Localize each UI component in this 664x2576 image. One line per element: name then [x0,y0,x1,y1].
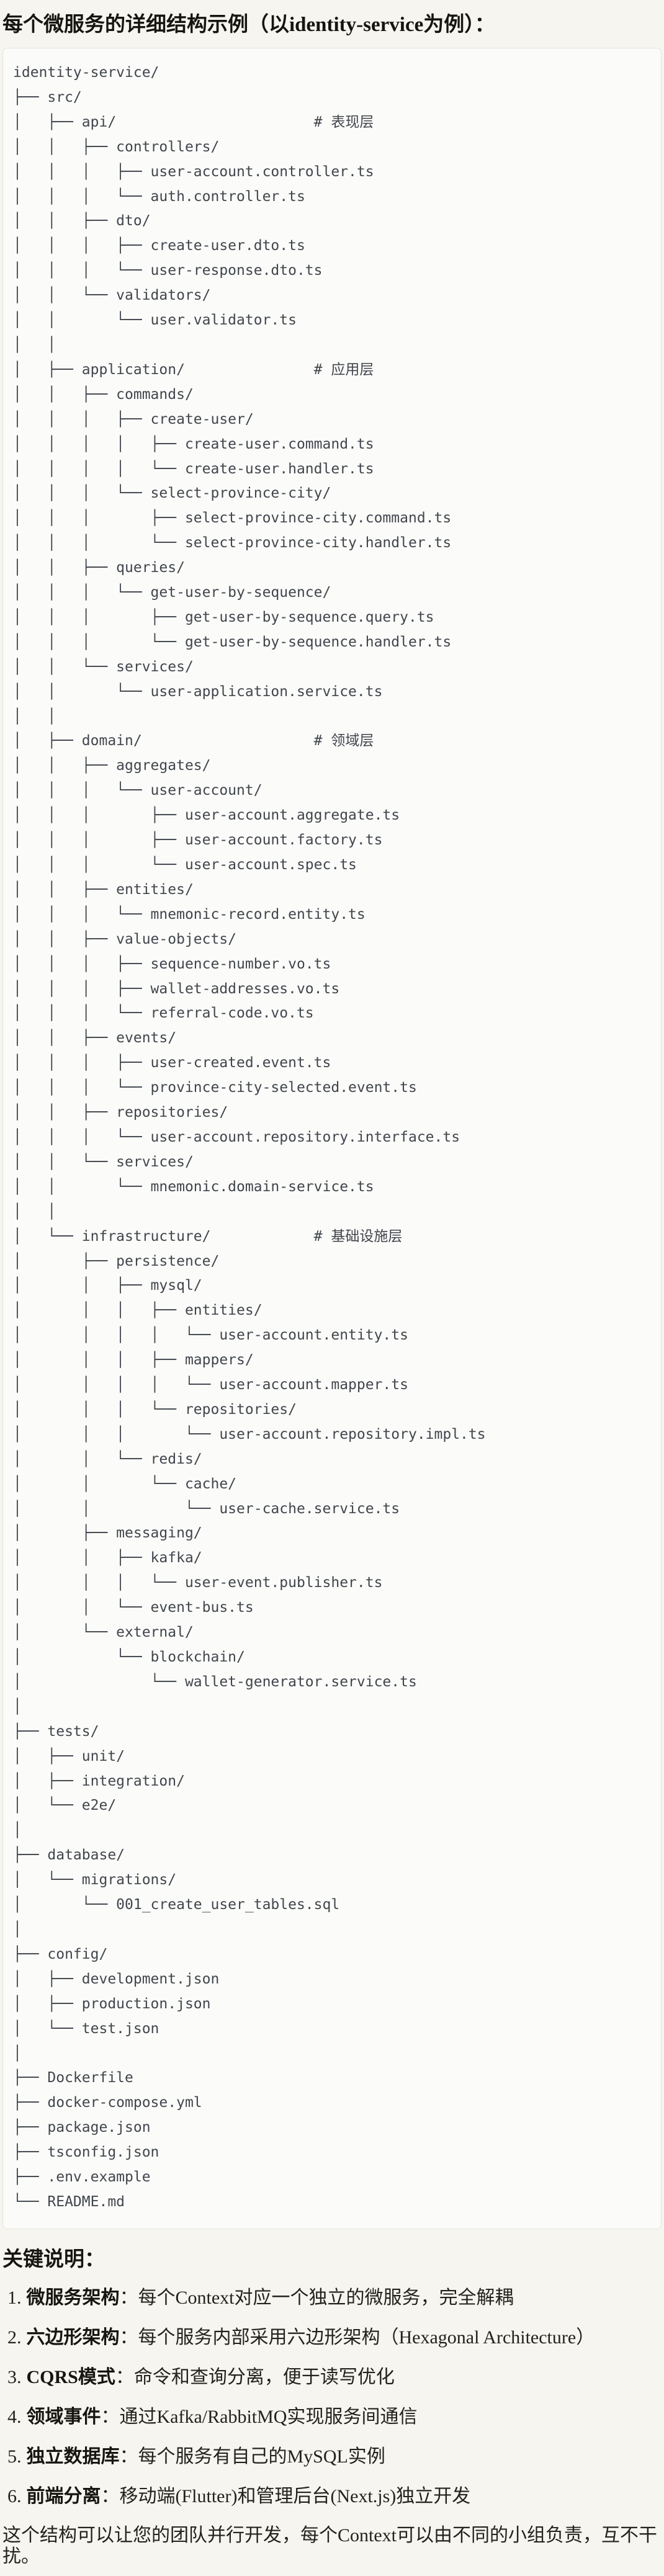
list-item-number: 2. [7,2327,22,2348]
list-item: 3.CQRS模式：命令和查询分离，便于读写优化 [7,2366,662,2389]
list-item-number: 6. [7,2485,22,2507]
list-item-text: ：命令和查询分离，便于读写优化 [115,2366,395,2387]
list-item-number: 1. [7,2287,22,2308]
list-item-label: 前端分离 [26,2485,101,2507]
list-item-label: 微服务架构 [26,2287,120,2308]
list-item-text: ：每个Context对应一个独立的微服务，完全解耦 [119,2287,514,2308]
notes-list: 1.微服务架构：每个Context对应一个独立的微服务，完全解耦 2.六边形架构… [2,2273,662,2508]
list-item-text: ：通过Kafka/RabbitMQ实现服务间通信 [101,2406,418,2427]
directory-tree-code-block: identity-service/ ├── src/ │ ├── api/ # … [2,48,662,2229]
page-title: 每个微服务的详细结构示例（以identity-service为例）： [2,14,495,36]
list-item: 4.领域事件：通过Kafka/RabbitMQ实现服务间通信 [7,2406,662,2428]
list-item-label: CQRS模式 [26,2366,115,2387]
list-item-text: ：移动端(Flutter)和管理后台(Next.js)独立开发 [101,2485,471,2507]
list-item-label: 六边形架构 [26,2327,120,2348]
list-item-number: 4. [7,2406,22,2427]
list-item: 6.前端分离：移动端(Flutter)和管理后台(Next.js)独立开发 [7,2485,662,2508]
list-item: 5.独立数据库：每个服务有自己的MySQL实例 [7,2446,662,2468]
list-item-text: ：每个服务内部采用六边形架构（Hexagonal Architecture） [119,2327,595,2348]
list-item: 1.微服务架构：每个Context对应一个独立的微服务，完全解耦 [7,2287,662,2309]
list-item-label: 领域事件 [26,2406,101,2427]
notes-heading: 关键说明： [2,2248,105,2271]
list-item-number: 5. [7,2446,22,2467]
list-item: 2.六边形架构：每个服务内部采用六边形架构（Hexagonal Architec… [7,2327,662,2349]
closing-paragraph: 这个结构可以让您的团队并行开发，每个Context可以由不同的小组负责，互不干扰… [2,2525,657,2567]
list-item-text: ：每个服务有自己的MySQL实例 [119,2446,385,2467]
list-item-number: 3. [7,2366,22,2387]
list-item-label: 独立数据库 [26,2446,120,2467]
